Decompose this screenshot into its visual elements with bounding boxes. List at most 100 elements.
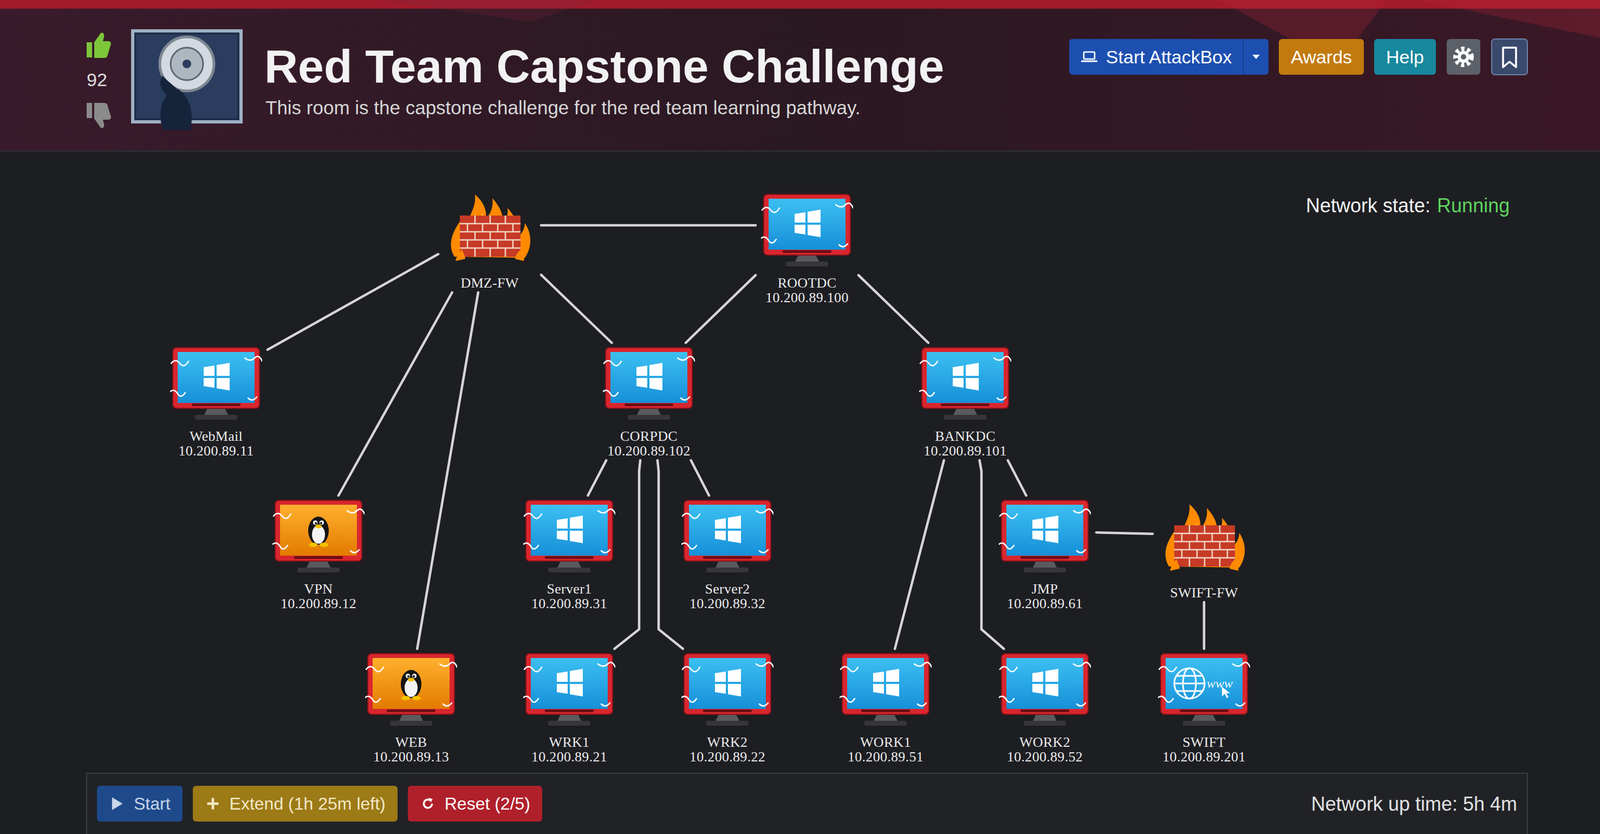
header-divider	[0, 150, 1600, 153]
machine-node: VPN10.200.89.12	[269, 497, 368, 611]
ip-address: 10.200.89.51	[847, 749, 924, 765]
network-link	[1096, 532, 1153, 534]
ip-address: 10.200.89.61	[1006, 596, 1083, 611]
control-button: Start	[96, 785, 183, 822]
ip-address: 10.200.89.12	[280, 596, 357, 611]
win-icon	[919, 345, 1012, 422]
win-icon	[998, 651, 1091, 728]
host-name: WORK1	[860, 735, 912, 750]
network-link	[1202, 602, 1206, 649]
header-band	[0, 0, 1600, 152]
page-title: Red Team Capstone Challenge	[264, 40, 945, 93]
win-icon	[998, 497, 1091, 575]
host-name: WebMail	[189, 428, 243, 444]
network-link	[541, 224, 756, 227]
ip-address: 10.200.89.11	[178, 443, 254, 459]
button-label: Extend (1h 25m left)	[229, 794, 386, 815]
firewall-node: SWIFT-FW	[1154, 501, 1254, 601]
vote-count: 92	[86, 68, 108, 91]
win-icon	[681, 651, 774, 728]
ip-address: 10.200.89.100	[765, 290, 849, 305]
host-name: WRK2	[707, 735, 749, 750]
control-button: Extend (1h 25m left)	[192, 785, 398, 822]
ip-address: 10.200.89.32	[689, 596, 766, 611]
machine-node: WORK110.200.89.51	[836, 651, 935, 765]
network-link	[691, 460, 710, 496]
fw-icon	[1158, 501, 1251, 578]
host-name: WEB	[395, 735, 428, 750]
win-icon	[523, 497, 616, 575]
lin-icon	[272, 497, 365, 575]
network-link	[541, 274, 612, 343]
host-name: WRK1	[549, 735, 590, 750]
network-state-value: Running	[1436, 193, 1510, 218]
network-link	[267, 254, 439, 350]
network-link	[858, 275, 929, 343]
www-icon	[1158, 651, 1251, 728]
machine-node: WORK210.200.89.52	[995, 651, 1095, 765]
network-link	[685, 275, 756, 343]
ip-address: 10.200.89.22	[689, 749, 766, 765]
ip-address: 10.200.89.52	[1006, 749, 1083, 765]
machine-node: WEB10.200.89.13	[361, 651, 461, 765]
machine-node: WRK110.200.89.21	[519, 651, 619, 765]
network-state-label: Network state:	[1305, 193, 1431, 218]
machine-node: Server110.200.89.31	[519, 497, 619, 611]
network-link	[657, 460, 684, 649]
ip-address: 10.200.89.21	[531, 749, 608, 765]
ip-address: 10.200.89.102	[607, 443, 691, 459]
caret-icon	[1252, 54, 1260, 60]
host-name: DMZ-FW	[460, 275, 519, 291]
win-icon	[761, 191, 854, 269]
host-name: Server1	[547, 581, 593, 597]
bookmark-button	[1491, 38, 1528, 75]
header-button: Start AttackBox	[1069, 38, 1269, 75]
ip-address: 10.200.89.31	[531, 596, 608, 611]
ip-address: 10.200.89.201	[1162, 749, 1246, 765]
settings-button	[1446, 38, 1481, 75]
host-name: JMP	[1031, 581, 1059, 597]
room-icon	[132, 30, 242, 130]
dropdown-toggle	[1242, 38, 1269, 75]
laptop-icon	[1081, 49, 1098, 64]
control-button: Reset (2/5)	[407, 785, 543, 822]
win-icon	[523, 651, 616, 728]
network-link	[338, 292, 453, 496]
win-icon	[602, 345, 695, 422]
network-link	[1007, 460, 1027, 496]
host-name: Server2	[705, 581, 751, 597]
control-bar	[86, 773, 1528, 834]
machine-node: Server210.200.89.32	[678, 497, 777, 611]
host-name: WORK2	[1019, 735, 1071, 750]
plus-icon	[204, 796, 221, 811]
machine-node: CORPDC10.200.89.102	[599, 345, 699, 459]
host-name: CORPDC	[620, 428, 678, 444]
host-name: SWIFT-FW	[1169, 585, 1239, 601]
header-button: Help	[1374, 38, 1436, 75]
network-link	[614, 460, 641, 649]
lin-icon	[365, 651, 458, 728]
win-icon	[170, 345, 263, 422]
host-name: BANKDC	[934, 428, 996, 444]
header-button: Awards	[1278, 38, 1364, 75]
machine-node: WebMail10.200.89.11	[166, 345, 266, 459]
button-label: Reset (2/5)	[444, 794, 531, 815]
icon-text: www	[1206, 675, 1233, 692]
button-label: Start	[133, 794, 171, 815]
network-link	[587, 460, 607, 496]
win-icon	[839, 651, 932, 728]
host-name: VPN	[304, 581, 334, 597]
button-label: Start AttackBox	[1106, 46, 1232, 68]
machine-node: WRK210.200.89.22	[678, 651, 777, 765]
play-icon	[108, 796, 126, 811]
uptime-label: Network up time: 5h 4m	[1311, 792, 1518, 816]
network-link	[979, 460, 1004, 649]
thumbs-up-icon	[86, 33, 112, 58]
fw-icon	[443, 191, 536, 269]
button-label: Awards	[1290, 46, 1352, 68]
thumbs-down-icon	[86, 102, 112, 128]
machine-node: SWIFT10.200.89.201	[1154, 651, 1254, 765]
